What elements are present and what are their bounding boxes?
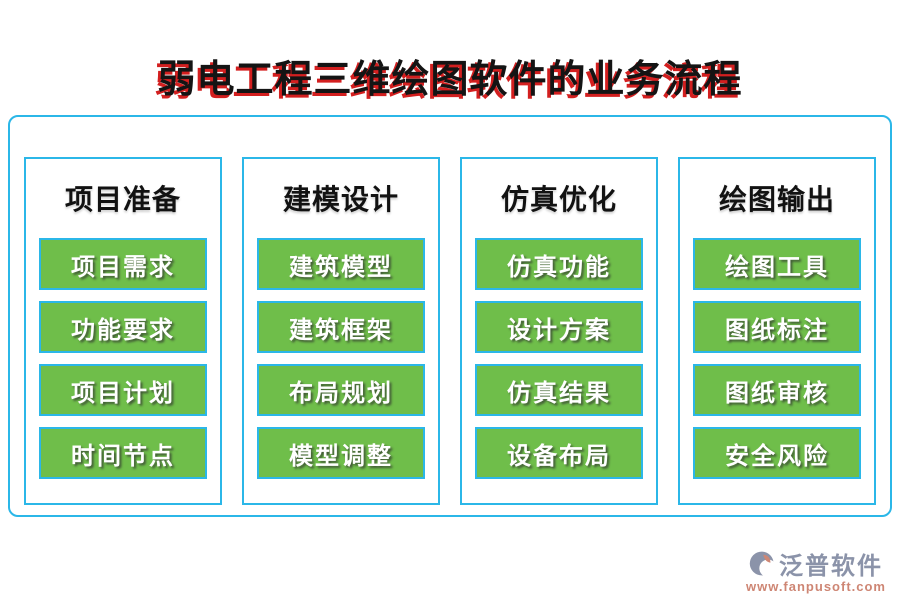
step-button[interactable]: 建筑框架 [257,301,425,353]
step-button[interactable]: 功能要求 [39,301,207,353]
column-project-preparation: 项目准备 项目需求 功能要求 项目计划 时间节点 [24,157,222,505]
step-button[interactable]: 模型调整 [257,427,425,479]
brand-footer: 泛普软件 www.fanpusoft.com [746,546,886,594]
step-button[interactable]: 仿真功能 [475,238,643,290]
step-button[interactable]: 图纸标注 [693,301,861,353]
step-button[interactable]: 安全风险 [693,427,861,479]
step-button[interactable]: 项目需求 [39,238,207,290]
process-flow-container: 项目准备 项目需求 功能要求 项目计划 时间节点 建模设计 建筑模型 建筑框架 … [8,115,892,517]
page-title: 弱电工程三维绘图软件的业务流程 [157,59,743,101]
step-button[interactable]: 建筑模型 [257,238,425,290]
step-button[interactable]: 绘图工具 [693,238,861,290]
brand-name: 泛普软件 [778,554,883,580]
column-header: 建模设计 [282,185,399,216]
step-button[interactable]: 项目计划 [39,364,207,416]
column-header: 仿真优化 [500,185,617,216]
step-button[interactable]: 图纸审核 [693,364,861,416]
step-button[interactable]: 布局规划 [257,364,425,416]
column-header: 项目准备 [64,185,181,216]
column-simulation-optimization: 仿真优化 仿真功能 设计方案 仿真结果 设备布局 [460,157,658,505]
step-button[interactable]: 设计方案 [475,301,643,353]
step-button[interactable]: 仿真结果 [475,364,643,416]
step-button[interactable]: 时间节点 [39,427,207,479]
column-drawing-output: 绘图输出 绘图工具 图纸标注 图纸审核 安全风险 [678,157,876,505]
column-header: 绘图输出 [718,185,835,216]
fanpu-swirl-icon [749,551,776,577]
step-button[interactable]: 设备布局 [475,427,643,479]
column-modeling-design: 建模设计 建筑模型 建筑框架 布局规划 模型调整 [242,157,440,505]
brand-website: www.fanpusoft.com [745,579,886,594]
